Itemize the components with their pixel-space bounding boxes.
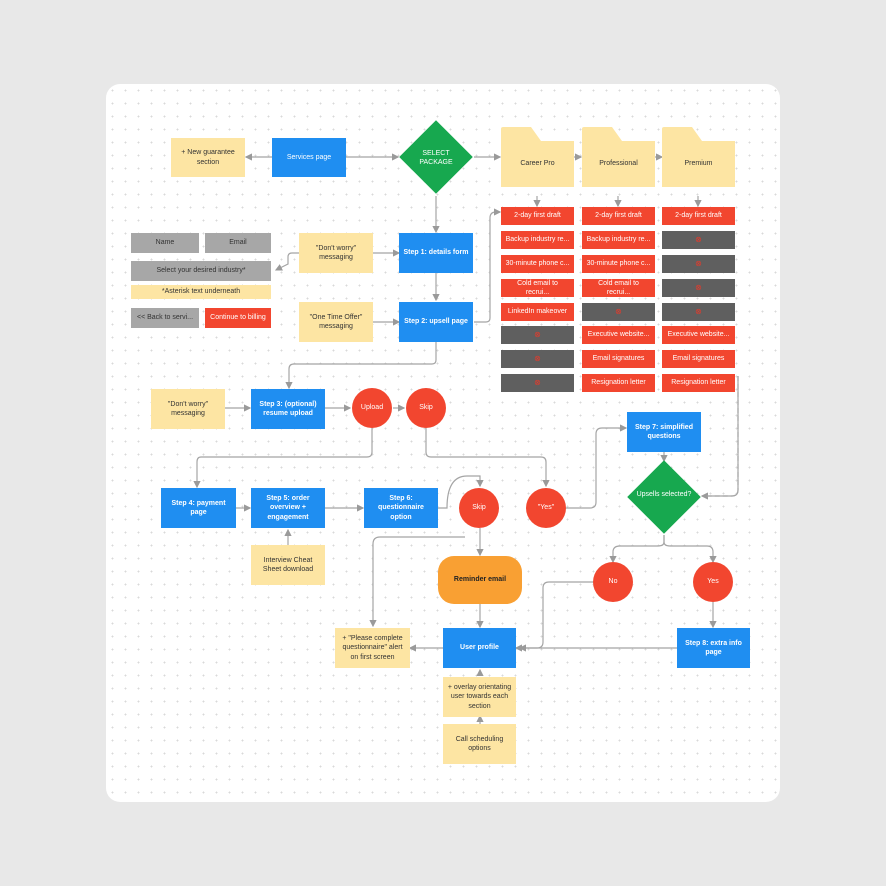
feature-cell: 2-day first draft <box>662 207 735 225</box>
folder-tab-premium <box>662 127 702 141</box>
feature-unavailable-cell: ⊗ <box>501 326 574 344</box>
call-scheduling-note: Call scheduling options <box>443 724 516 764</box>
feature-unavailable-cell: ⊗ <box>662 303 735 321</box>
dont-worry-note-1: "Don't worry" messaging <box>299 233 373 273</box>
form-name-field: Name <box>131 233 199 253</box>
feature-unavailable-cell: ⊗ <box>662 231 735 249</box>
package-professional[interactable]: Professional <box>582 141 655 187</box>
feature-cell: Cold email to recrui... <box>501 279 574 297</box>
upsells-label: Upsells selected? <box>636 491 692 498</box>
continue-button-mock: Continue to billing <box>205 308 271 328</box>
feature-unavailable-cell: ⊗ <box>582 303 655 321</box>
skip-circle-1[interactable]: Skip <box>406 388 446 428</box>
feature-cell: Resignation letter <box>582 374 655 392</box>
select-package-label: SELECT PACKAGE <box>419 150 453 167</box>
form-industry-select: Select your desired industry* <box>131 261 271 281</box>
reminder-email-node[interactable]: Reminder email <box>438 556 522 604</box>
yes-quote-circle[interactable]: "Yes" <box>526 488 566 528</box>
services-page-node[interactable]: Services page <box>272 138 346 177</box>
feature-cell: Resignation letter <box>662 374 735 392</box>
step7-node[interactable]: Step 7: simplified questions <box>627 412 701 452</box>
feature-cell: 30-minute phone c... <box>501 255 574 273</box>
folder-tab-career-pro <box>501 127 541 141</box>
feature-cell: 30-minute phone c... <box>582 255 655 273</box>
feature-unavailable-cell: ⊗ <box>501 374 574 392</box>
asterisk-note: *Asterisk text underneath <box>131 285 271 299</box>
feature-unavailable-cell: ⊗ <box>662 255 735 273</box>
feature-cell: Executive website... <box>662 326 735 344</box>
step3-node[interactable]: Step 3: (optional) resume upload <box>251 389 325 429</box>
feature-cell: 2-day first draft <box>501 207 574 225</box>
cheat-sheet-note: Interview Cheat Sheet download <box>251 545 325 585</box>
feature-unavailable-cell: ⊗ <box>662 279 735 297</box>
feature-unavailable-cell: ⊗ <box>501 350 574 368</box>
step1-node[interactable]: Step 1: details form <box>399 233 473 273</box>
dont-worry-note-2: "Don't worry" messaging <box>151 389 225 429</box>
feature-cell: Backup industry re... <box>582 231 655 249</box>
feature-cell: Email signatures <box>582 350 655 368</box>
please-complete-note: + "Please complete questionnaire" alert … <box>335 628 410 668</box>
overlay-note: + overlay orientating user towards each … <box>443 677 516 717</box>
guarantee-note: + New guarantee section <box>171 138 245 177</box>
skip-circle-2[interactable]: Skip <box>459 488 499 528</box>
feature-cell: Backup industry re... <box>501 231 574 249</box>
step2-node[interactable]: Step 2: upsell page <box>399 302 473 342</box>
feature-cell: Email signatures <box>662 350 735 368</box>
upload-circle[interactable]: Upload <box>352 388 392 428</box>
feature-cell: 2-day first draft <box>582 207 655 225</box>
form-email-field: Email <box>205 233 271 253</box>
feature-cell: LinkedIn makeover <box>501 303 574 321</box>
folder-tab-professional <box>582 127 622 141</box>
package-career-pro[interactable]: Career Pro <box>501 141 574 187</box>
back-button-mock: << Back to servi... <box>131 308 199 328</box>
yes-circle[interactable]: Yes <box>693 562 733 602</box>
feature-cell: Executive website... <box>582 326 655 344</box>
step6-node[interactable]: Step 6: questionnaire option <box>364 488 438 528</box>
user-profile-node[interactable]: User profile <box>443 628 516 668</box>
package-premium[interactable]: Premium <box>662 141 735 187</box>
no-circle[interactable]: No <box>593 562 633 602</box>
step8-node[interactable]: Step 8: extra info page <box>677 628 750 668</box>
step4-node[interactable]: Step 4: payment page <box>161 488 236 528</box>
one-time-offer-note: "One Time Offer" messaging <box>299 302 373 342</box>
step5-node[interactable]: Step 5: order overview + engagement <box>251 488 325 528</box>
feature-cell: Cold email to recrui... <box>582 279 655 297</box>
